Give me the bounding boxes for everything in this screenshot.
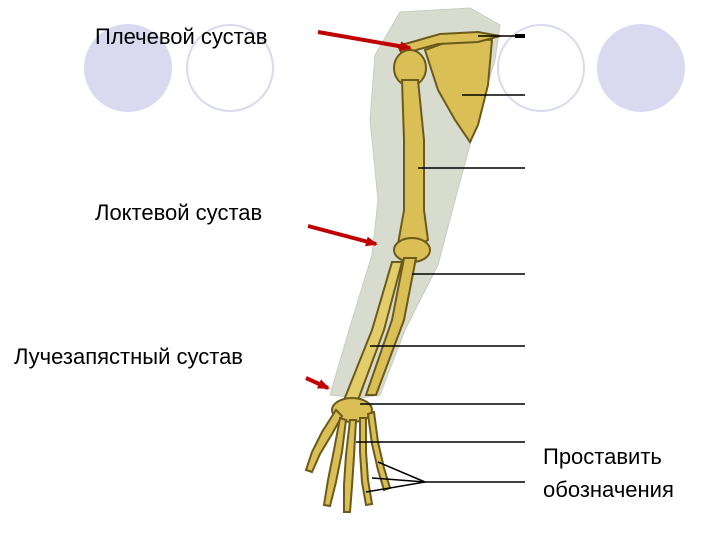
leader-end-mark [515,34,525,38]
red-arrow-icon [317,30,412,52]
finger-ring-bone [359,417,374,507]
task-instruction-line1: Проставить [543,444,662,469]
finger-index-bone [322,416,348,508]
leader-line-8-branch-a [377,461,426,483]
leader-lines [356,35,525,493]
finger-middle-bone [343,419,358,513]
red-arrow-icon [305,376,330,390]
decor-circle-filled-right [597,24,685,112]
decor-circle-outline-right [497,24,585,112]
ulna-bone [364,257,418,396]
red-arrow-icon [307,224,378,247]
decor-circle-outline-left [186,24,274,112]
leader-line-8-branch-c [365,481,426,493]
label-shoulder-joint: Плечевой сустав [95,24,268,49]
decor-circle-filled-left [84,24,172,112]
label-wrist-joint: Лучезапястный сустав [14,344,243,369]
label-elbow-joint: Локтевой сустав [95,200,263,225]
leader-line-ends [515,34,525,38]
leader-line-8-branch-b [371,477,426,483]
hand-bones [304,408,392,513]
task-instruction-line2: обозначения [543,477,674,502]
